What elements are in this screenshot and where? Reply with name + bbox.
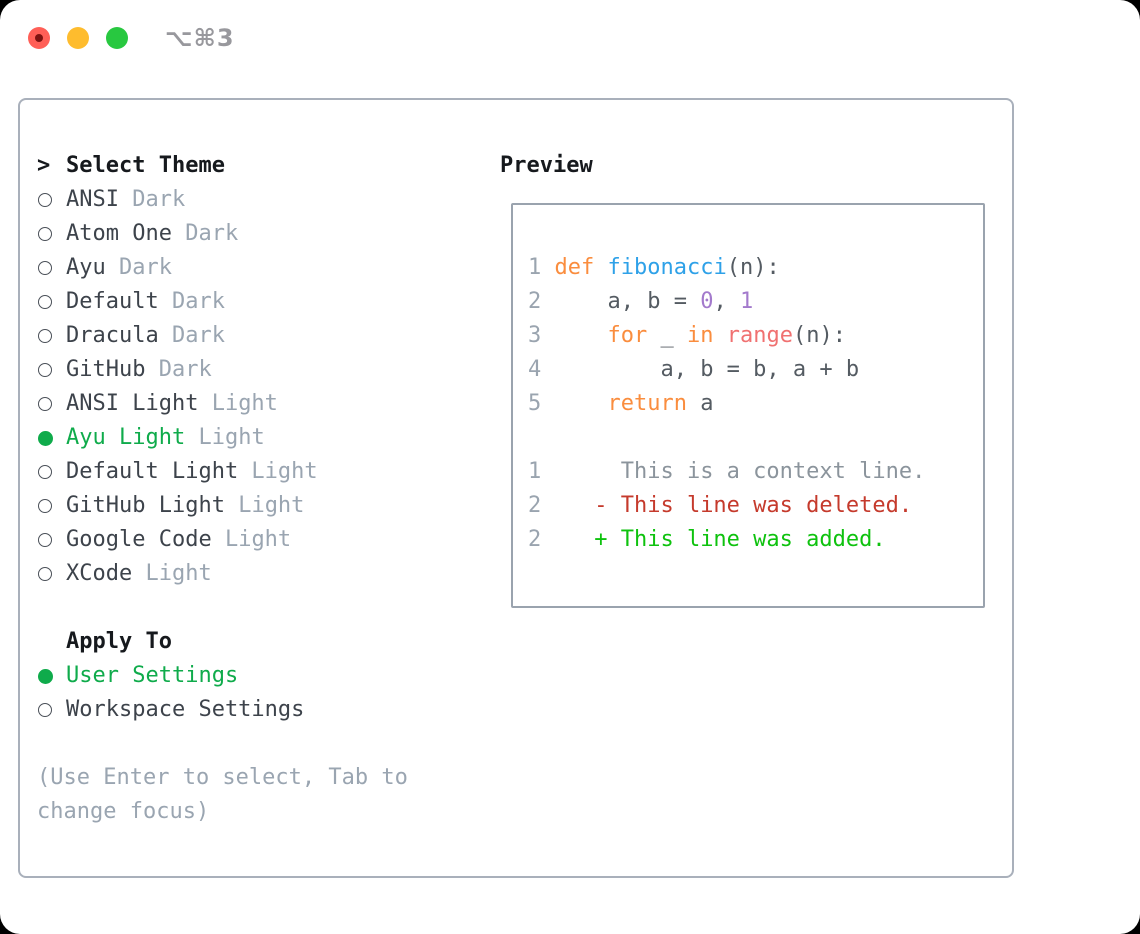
option-label: Google Code Light	[66, 527, 292, 552]
code-line: 4 a, b = b, a + b	[528, 357, 860, 382]
theme-option-dracula[interactable]: Dracula Dark	[37, 319, 408, 353]
prompt-caret-icon: >	[37, 153, 51, 178]
option-label: Ayu Light Light	[66, 425, 265, 450]
theme-option-default[interactable]: Default Dark	[37, 285, 408, 319]
option-label: Dracula Dark	[66, 323, 225, 348]
theme-option-google-code[interactable]: Google Code Light	[37, 523, 408, 557]
code-line: 2 a, b = 0, 1	[528, 289, 754, 314]
radio-icon	[37, 499, 66, 513]
titlebar: ⌥⌘3	[0, 0, 1140, 70]
radio-icon	[37, 703, 66, 717]
minimize-button[interactable]	[67, 27, 89, 49]
radio-icon	[37, 193, 66, 207]
option-label: GitHub Dark	[66, 357, 212, 382]
option-label: Default Dark	[66, 289, 225, 314]
help-text-line-1: (Use Enter to select, Tab to	[37, 765, 408, 790]
radio-icon	[37, 329, 66, 343]
spacer	[37, 727, 408, 761]
code-line: 1 This is a context line.	[528, 459, 926, 484]
option-label: Default Light Light	[66, 459, 318, 484]
option-label: GitHub Light Light	[66, 493, 305, 518]
radio-icon	[37, 227, 66, 241]
code-line: 2 - This line was deleted.	[528, 493, 913, 518]
theme-option-default-light[interactable]: Default Light Light	[37, 455, 408, 489]
theme-option-xcode[interactable]: XCode Light	[37, 557, 408, 591]
theme-option-ayu-light[interactable]: Ayu Light Light	[37, 421, 408, 455]
radio-icon	[37, 567, 66, 581]
theme-option-ansi[interactable]: ANSI Dark	[37, 183, 408, 217]
code-blank-line	[528, 421, 983, 455]
window-shortcut-label: ⌥⌘3	[165, 24, 235, 52]
theme-option-ansi-light[interactable]: ANSI Light Light	[37, 387, 408, 421]
option-label: ANSI Dark	[66, 187, 186, 212]
apply-to-header: Apply To	[37, 625, 408, 659]
apply-option-user-settings[interactable]: User Settings	[37, 659, 408, 693]
code-line: 2 + This line was added.	[528, 527, 886, 552]
radio-icon	[37, 465, 66, 479]
theme-list-header: > Select Theme	[37, 149, 408, 183]
radio-icon	[37, 261, 66, 275]
code-line: 3 for _ in range(n):	[528, 323, 846, 348]
radio-selected-icon	[37, 430, 66, 446]
preview-title: Preview	[500, 153, 593, 178]
close-button-dot-icon	[35, 34, 43, 42]
radio-icon	[37, 397, 66, 411]
option-label: Ayu Dark	[66, 255, 172, 280]
radio-icon	[37, 533, 66, 547]
radio-icon	[37, 295, 66, 309]
zoom-button[interactable]	[106, 27, 128, 49]
spacer	[37, 591, 408, 625]
option-label: User Settings	[66, 663, 239, 688]
radio-icon	[37, 363, 66, 377]
theme-list-title: Select Theme	[66, 153, 225, 178]
option-label: Workspace Settings	[66, 697, 305, 722]
preview-panel: 1 def fibonacci(n): 2 a, b = 0, 1 3 for _ …	[511, 203, 985, 608]
code-line: 1 def fibonacci(n):	[528, 255, 780, 280]
theme-option-github[interactable]: GitHub Dark	[37, 353, 408, 387]
help-text-line-2: change focus)	[37, 799, 210, 824]
code-line: 5 return a	[528, 391, 714, 416]
option-label: ANSI Light Light	[66, 391, 278, 416]
option-label: XCode Light	[66, 561, 212, 586]
code-preview: 1 def fibonacci(n): 2 a, b = 0, 1 3 for _ …	[528, 251, 983, 557]
theme-option-ayu[interactable]: Ayu Dark	[37, 251, 408, 285]
close-button[interactable]	[28, 27, 50, 49]
radio-selected-icon	[37, 668, 66, 684]
option-label: Atom One Dark	[66, 221, 239, 246]
theme-option-atom-one[interactable]: Atom One Dark	[37, 217, 408, 251]
apply-to-title: Apply To	[66, 629, 172, 654]
theme-option-github-light[interactable]: GitHub Light Light	[37, 489, 408, 523]
apply-option-workspace-settings[interactable]: Workspace Settings	[37, 693, 408, 727]
